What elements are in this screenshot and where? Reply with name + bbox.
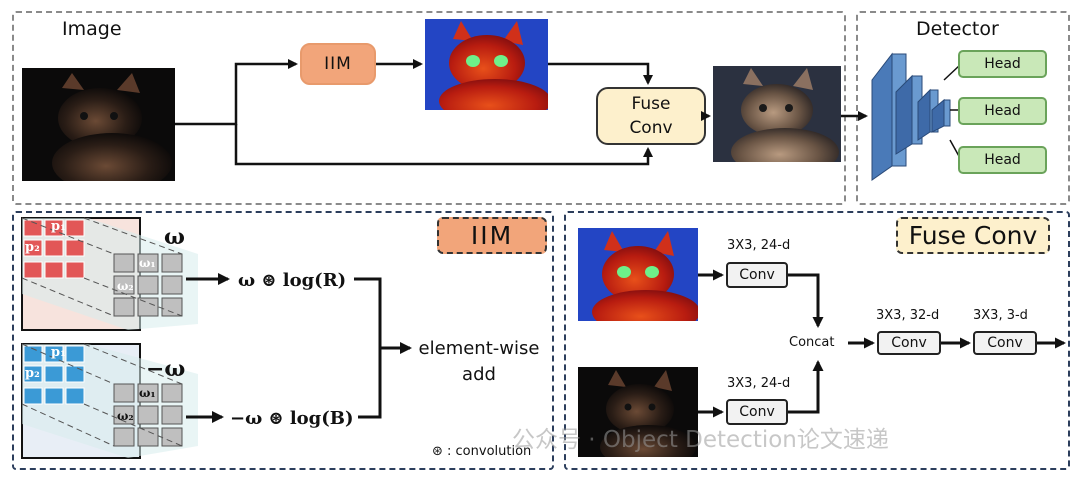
pipeline-panel [12, 11, 846, 205]
fuse-conv-tag: Fuse Conv [896, 217, 1050, 254]
p2-label-bottom: p₂ [25, 366, 40, 381]
detector-label: Detector [916, 18, 999, 40]
w1-label-bottom: ω₁ [139, 386, 156, 400]
sum-line2: add [462, 364, 496, 385]
enhanced-cat-image [713, 66, 841, 162]
fuse-conv-block: Fuse Conv [596, 87, 706, 145]
w1-label-top: ω₁ [139, 256, 156, 270]
heatmap-cat-image [425, 19, 548, 110]
iim-grids [21, 217, 198, 459]
watermark: 公众号 · Object Detection论文速递 [512, 427, 889, 453]
conv-a: Conv [726, 262, 788, 288]
p1-label-bottom: p₁ [51, 345, 66, 360]
p1-label-top: p₁ [51, 219, 66, 234]
input-cat-image [22, 68, 175, 181]
iim-block: IIM [300, 43, 376, 85]
sum-line1: element-wise [418, 338, 540, 359]
fuse-heatmap-cat-image [578, 228, 698, 321]
iim-detail-panel [12, 211, 554, 470]
omega-bottom: −ω [146, 356, 186, 382]
spec-c: 3X3, 32-d [876, 308, 940, 323]
convolution-legend: ⊛ : convolution [432, 444, 532, 459]
head-1: Head [958, 50, 1047, 78]
formula-top: ω ⊛ log(R) [238, 270, 347, 291]
head-2: Head [958, 97, 1047, 125]
w2-label-top: ω₂ [117, 279, 134, 293]
fuse-label-line2: Conv [629, 118, 673, 138]
element-wise-add-label: element-wise add [414, 336, 544, 388]
spec-d: 3X3, 3-d [973, 308, 1028, 323]
detector-panel [856, 11, 1070, 205]
head-3: Head [958, 146, 1047, 174]
fuse-label-line1: Fuse [631, 94, 671, 114]
formula-bottom: −ω ⊛ log(B) [230, 408, 354, 429]
fuse-dark-cat-image [578, 367, 698, 457]
fuse-conv-detail-panel [564, 211, 1070, 470]
p2-label-top: p₂ [25, 240, 40, 255]
iim-tag: IIM [437, 217, 547, 254]
conv-b: Conv [726, 399, 788, 425]
omega-top: ω [164, 224, 185, 250]
spec-b: 3X3, 24-d [727, 376, 791, 391]
conv-d: Conv [973, 331, 1037, 355]
detector-backbone-3d [871, 52, 951, 181]
w2-label-bottom: ω₂ [117, 409, 134, 423]
image-label: Image [62, 18, 122, 40]
concat-label: Concat [789, 335, 835, 350]
conv-c: Conv [877, 331, 941, 355]
spec-a: 3X3, 24-d [727, 238, 791, 253]
